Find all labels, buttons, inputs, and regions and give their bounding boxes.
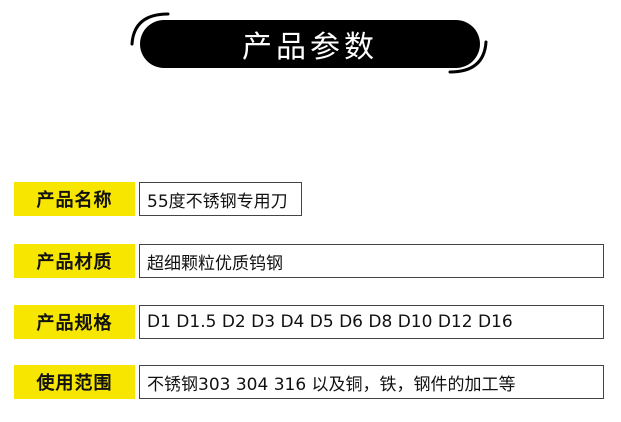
spec-row-usage: 使用范围 不锈钢303 304 316 以及铜，铁，钢件的加工等 <box>14 365 604 399</box>
spec-label: 产品名称 <box>14 182 135 216</box>
spec-label: 使用范围 <box>14 365 135 399</box>
spec-row-name: 产品名称 55度不锈钢专用刀 <box>14 182 302 216</box>
spec-label: 产品规格 <box>14 305 135 339</box>
page-title: 产品参数 <box>242 30 378 65</box>
title-decoration-arcs <box>130 12 488 74</box>
spec-row-material: 产品材质 超细颗粒优质钨钢 <box>14 244 604 278</box>
spec-value: D1 D1.5 D2 D3 D4 D5 D6 D8 D10 D12 D16 <box>139 305 604 339</box>
spec-label: 产品材质 <box>14 244 135 278</box>
title-badge: 产品参数 <box>128 8 490 78</box>
title-pill: 产品参数 <box>140 20 480 68</box>
spec-row-size: 产品规格 D1 D1.5 D2 D3 D4 D5 D6 D8 D10 D12 D… <box>14 305 604 339</box>
spec-value: 不锈钢303 304 316 以及铜，铁，钢件的加工等 <box>139 365 604 399</box>
spec-value: 超细颗粒优质钨钢 <box>139 244 604 278</box>
spec-value: 55度不锈钢专用刀 <box>139 182 302 216</box>
